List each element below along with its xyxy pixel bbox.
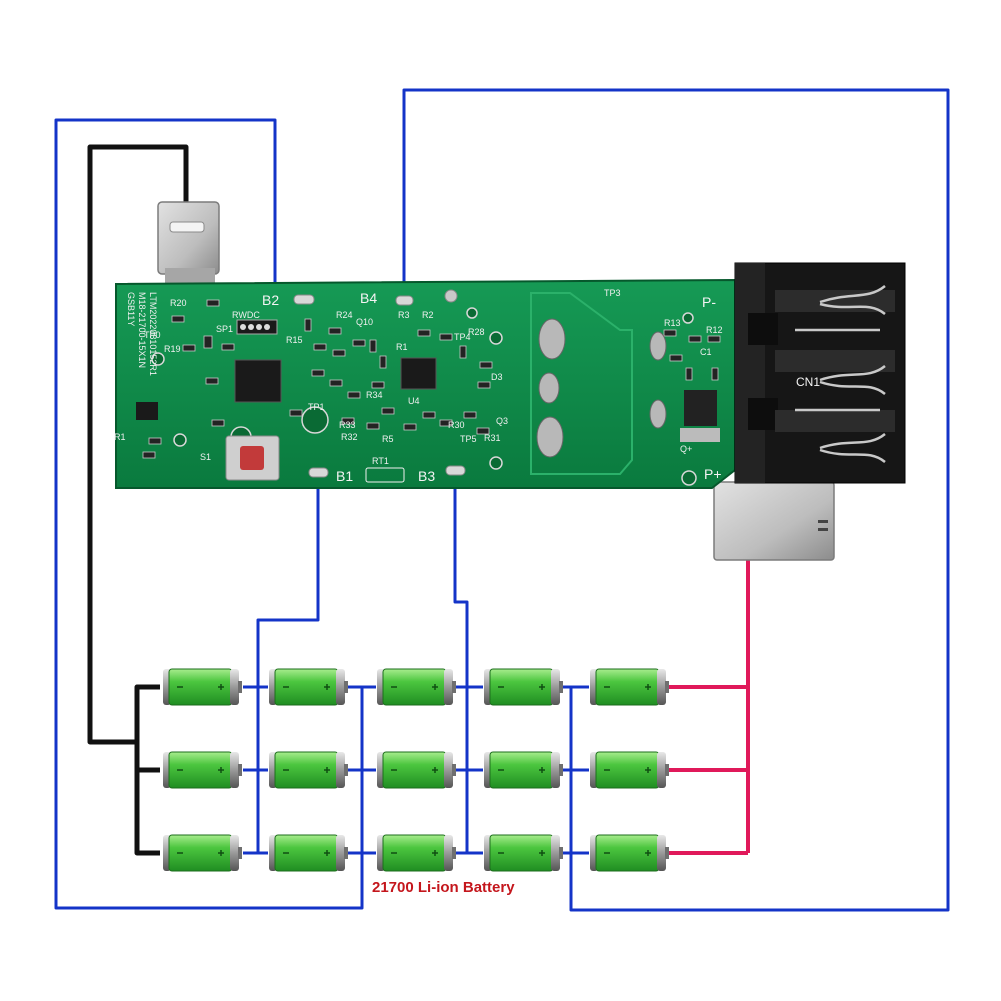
- label-c1: C1: [700, 347, 712, 357]
- label-r28: R28: [468, 327, 485, 337]
- label-tp5: TP5: [460, 434, 477, 444]
- label-rwdc: RWDC: [232, 310, 260, 320]
- label-r32: R32: [341, 432, 358, 442]
- mosfet-pads: [536, 318, 667, 458]
- battery-cell: [590, 834, 669, 872]
- battery-cell: [269, 834, 348, 872]
- negative-metal-tab: [157, 201, 220, 288]
- pad-b2: [293, 294, 315, 305]
- positive-metal-tab: [713, 481, 835, 561]
- blue-b1-wire: [256, 472, 320, 853]
- label-q-plus: Q+: [680, 444, 692, 454]
- label-b2: B2: [262, 292, 279, 308]
- battery-cell: [269, 668, 348, 706]
- label-r13: R13: [664, 318, 681, 328]
- battery-cell: [377, 668, 456, 706]
- pad-b1: [308, 467, 329, 478]
- label-r34: R34: [366, 390, 383, 400]
- label-p-minus: P-: [702, 294, 716, 310]
- blue-parallel-links: [243, 685, 589, 855]
- battery-cell: [484, 751, 563, 789]
- blue-b2-wire: [54, 118, 364, 910]
- blue-b4-wire: [402, 88, 950, 912]
- blue-b3-wire: [453, 470, 469, 853]
- label-cn1: CN1: [796, 375, 820, 389]
- wires: [54, 88, 950, 912]
- pcb-push-button: [225, 435, 280, 481]
- label-r5: R5: [382, 434, 394, 444]
- label-r31: R31: [484, 433, 501, 443]
- label-u4: U4: [408, 396, 420, 406]
- label-tp1: TP1: [308, 402, 325, 412]
- label-b3: B3: [418, 468, 435, 484]
- black-negative-wire: [87, 144, 189, 745]
- label-p-plus: P+: [704, 466, 722, 482]
- battery-cell: [590, 668, 669, 706]
- battery-cell: [163, 834, 242, 872]
- label-r19: R19: [164, 344, 181, 354]
- label-r1: R1: [114, 432, 126, 442]
- label-tp3: TP3: [604, 288, 621, 298]
- label-r2: R2: [422, 310, 434, 320]
- battery-cell: [377, 751, 456, 789]
- battery-cell: [484, 668, 563, 706]
- label-tp0: TP0: [144, 330, 161, 340]
- battery-cell: [163, 668, 242, 706]
- label-d3: D3: [491, 372, 503, 382]
- smd-components: [142, 299, 721, 459]
- label-r3: R3: [398, 310, 410, 320]
- label-b4: B4: [360, 290, 377, 306]
- label-q3: Q3: [496, 416, 508, 426]
- connector-contacts: [795, 285, 886, 464]
- label-rt1: RT1: [372, 456, 389, 466]
- label-q10: Q10: [356, 317, 373, 327]
- label-s1: S1: [200, 452, 211, 462]
- battery-cells: [163, 668, 669, 872]
- main-ic: [234, 359, 282, 403]
- pad-b3: [445, 465, 466, 476]
- label-sp1: SP1: [216, 324, 233, 334]
- board-id-line-3: LTM20220810152R1: [148, 292, 158, 376]
- board-id-line-2: M18-21700-15X1N: [137, 292, 147, 368]
- label-tp4: TP4: [454, 332, 471, 342]
- board-id-line-1: GSB11Y: [126, 292, 136, 326]
- label-r12: R12: [706, 325, 723, 335]
- pad-b4: [395, 295, 414, 306]
- battery-caption: 21700 Li-ion Battery: [372, 879, 515, 896]
- label-r24: R24: [336, 310, 353, 320]
- label-r20: R20: [170, 298, 187, 308]
- battery-cell: [163, 751, 242, 789]
- label-r15: R15: [286, 335, 303, 345]
- bms-pcb: GSB11Y M18-21700-15X1N LTM20220810152R1 …: [114, 278, 736, 489]
- label-b1: B1: [336, 468, 353, 484]
- battery-cell: [269, 751, 348, 789]
- red-positive-wire: [666, 548, 750, 855]
- output-connector: CN1: [734, 262, 906, 484]
- label-r1b: R1: [396, 342, 408, 352]
- label-r30: R30: [448, 420, 465, 430]
- battery-cell: [377, 834, 456, 872]
- battery-cell: [484, 834, 563, 872]
- label-r33: R33: [339, 420, 356, 430]
- battery-cell: [590, 751, 669, 789]
